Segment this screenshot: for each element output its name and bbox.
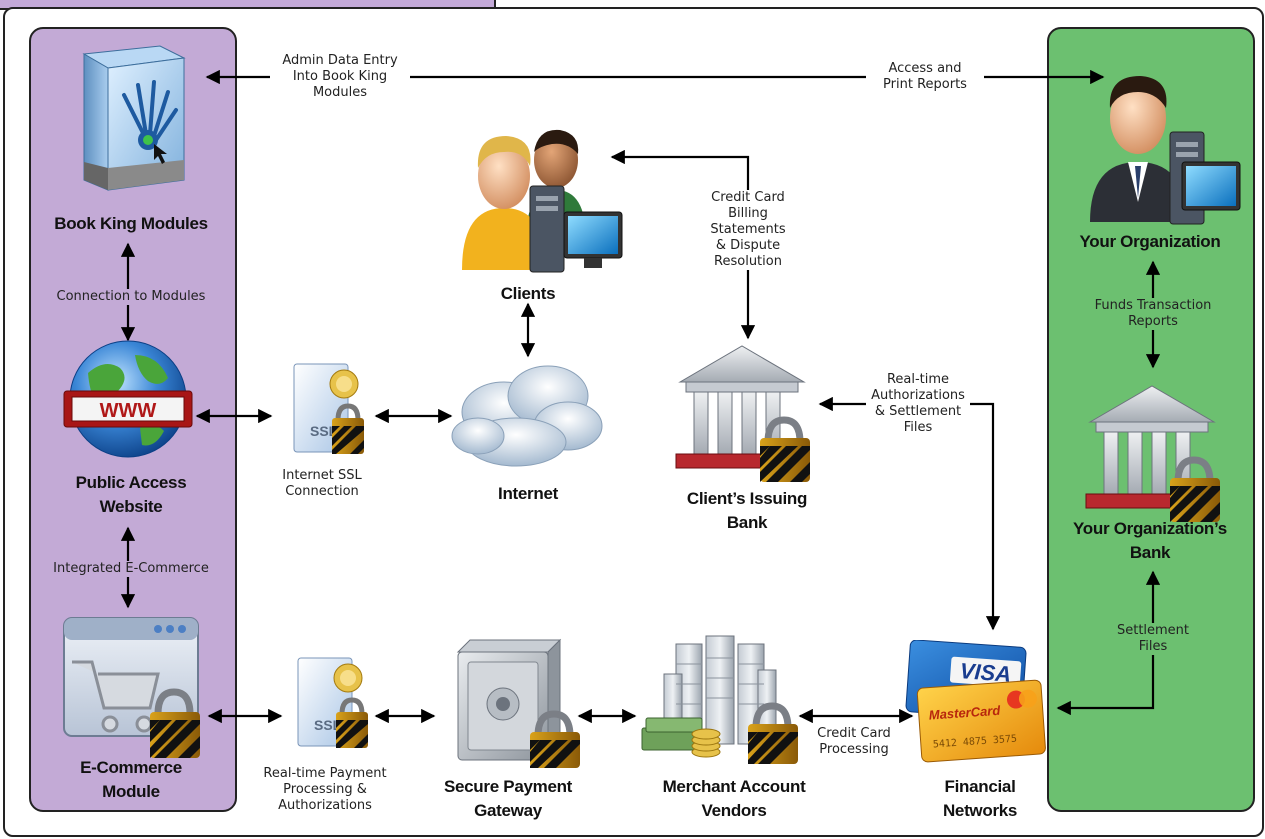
integrated-ecommerce-caption: Integrated E-Commerce [34, 561, 228, 577]
internet-ssl-caption: Internet SSL Connection [262, 468, 382, 500]
clients-label: Clients [500, 284, 556, 303]
ecommerce-module-label-line2: Module [102, 782, 160, 801]
settle-caption-line2: Files [1138, 639, 1168, 654]
issuing-bank-label-line1: Client’s Issuing [686, 489, 808, 508]
credit-card-processing-caption: Credit Card Processing [806, 726, 902, 758]
ssl-caption-line2: Connection [285, 484, 359, 499]
buildings-money-lock-icon [641, 635, 798, 764]
billing-caption-line5: Resolution [714, 254, 782, 269]
ssl-caption-line1: Internet SSL [282, 468, 362, 483]
ecommerce-cart-lock-icon [63, 617, 200, 758]
ssl-certificate-icon-bottom: SSL [297, 657, 368, 748]
connection-to-modules-caption: Connection to Modules [34, 289, 228, 305]
internet-label: Internet [498, 484, 558, 503]
admin-caption-line3: Modules [312, 85, 368, 100]
realtime-authorizations-caption: Real-time Authorizations & Settlement Fi… [866, 372, 970, 436]
your-bank-label-line1: Your Organization’s [1073, 519, 1227, 538]
admin-data-entry-caption: Admin Data Entry Into Book King Modules [270, 53, 410, 101]
funds-transaction-caption: Funds Transaction Reports [1076, 298, 1230, 330]
billing-caption-line3: Statements [710, 222, 786, 237]
your-organization-label: Your Organization [1079, 232, 1221, 251]
financial-networks-label-line2: Networks [942, 801, 1018, 820]
merchant-vendors-label-line1: Merchant Account [662, 777, 806, 796]
secure-gateway-label-line2: Gateway [474, 801, 542, 820]
bank-lock-icon [675, 345, 810, 482]
ssl-text: SSL [310, 423, 338, 439]
cc-proc-caption-line1: Credit Card [817, 726, 891, 741]
ssl-certificate-icon: SSL [293, 363, 364, 454]
realtime-payment-caption: Real-time Payment Processing & Authoriza… [250, 766, 400, 814]
funds-caption-line2: Reports [1128, 314, 1178, 329]
payment-caption-line2: Processing & [283, 782, 367, 797]
realtime-caption-line3: & Settlement [874, 404, 962, 419]
software-box-icon [82, 45, 186, 191]
issuing-bank-label-line2: Bank [726, 513, 768, 532]
financial-networks-label-line1: Financial [944, 777, 1016, 796]
cc-proc-caption-line2: Processing [819, 742, 889, 757]
your-bank-lock-icon [1085, 385, 1220, 522]
realtime-caption-line2: Authorizations [871, 388, 965, 403]
settle-caption-line1: Settlement [1116, 623, 1190, 638]
billing-caption-line4: & Dispute [715, 238, 781, 253]
admin-caption-line2: Into Book King [292, 69, 388, 84]
globe-www-icon: WWW [63, 340, 193, 458]
www-text: WWW [100, 400, 157, 422]
access-print-reports-caption: Access and Print Reports [866, 61, 984, 93]
internet-cloud-icon [451, 365, 603, 467]
credit-cards-icon: VISA MasterCard 5412 4875 3575 [905, 640, 1046, 763]
funds-caption-line1: Funds Transaction [1094, 298, 1212, 313]
payment-caption-line1: Real-time Payment [263, 766, 387, 781]
public-access-website-label-line1: Public Access [75, 473, 187, 492]
settlement-files-caption: Settlement Files [1100, 623, 1206, 655]
clients-people-computer-icon [462, 129, 623, 273]
realtime-caption-line4: Files [903, 420, 933, 435]
billing-caption-line1: Credit Card [711, 190, 785, 205]
safe-lock-icon [456, 638, 580, 768]
book-king-modules-label: Book King Modules [54, 214, 208, 233]
mastercard-text: MasterCard [928, 703, 1001, 723]
merchant-vendors-label-line2: Vendors [701, 801, 767, 820]
access-caption-line1: Access and [888, 61, 962, 76]
billing-dispute-caption: Credit Card Billing Statements & Dispute… [690, 190, 806, 270]
billing-caption-line2: Billing [728, 206, 768, 221]
ssl-text-bottom: SSL [314, 717, 342, 733]
secure-gateway-label-line1: Secure Payment [443, 777, 573, 796]
organization-person-computer-icon [1090, 76, 1241, 225]
your-bank-label-line2: Bank [1129, 543, 1171, 562]
public-access-website-label-line2: Website [99, 497, 163, 516]
admin-caption-line1: Admin Data Entry [282, 53, 398, 68]
payment-caption-line3: Authorizations [278, 798, 372, 813]
realtime-caption-line1: Real-time [886, 372, 950, 387]
access-caption-line2: Print Reports [883, 77, 967, 92]
ecommerce-module-label-line1: E-Commerce [80, 758, 182, 777]
